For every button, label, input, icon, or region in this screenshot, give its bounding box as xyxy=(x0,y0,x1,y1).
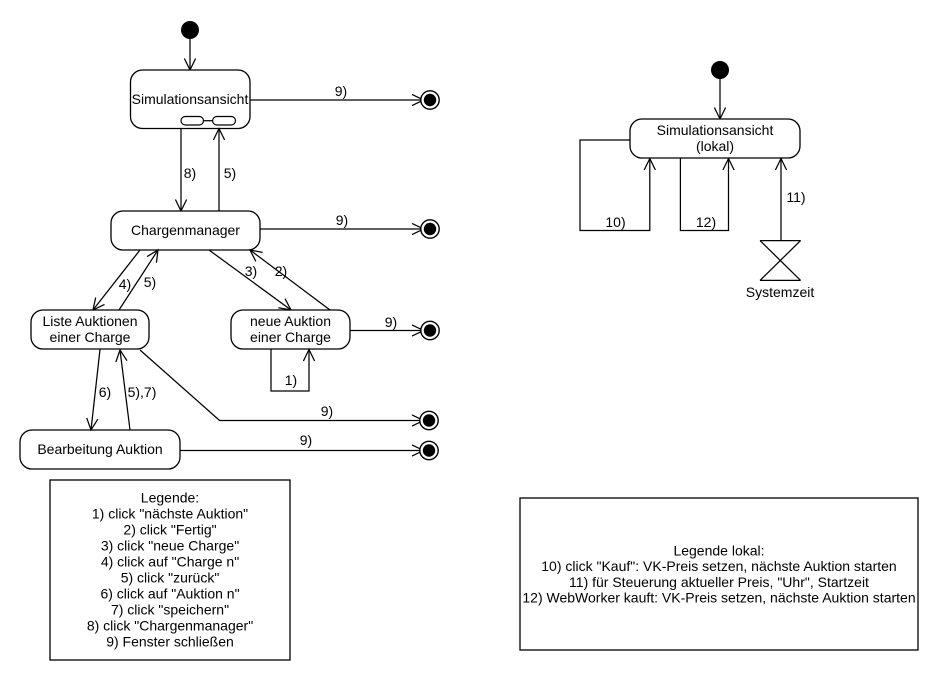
svg-text:Legende lokal:: Legende lokal: xyxy=(673,543,764,559)
svg-text:5): 5) xyxy=(144,274,156,290)
svg-text:11): 11) xyxy=(786,189,805,205)
svg-text:5) click "zurück": 5) click "zurück" xyxy=(121,570,220,586)
svg-text:Systemzeit: Systemzeit xyxy=(746,284,815,300)
svg-text:3): 3) xyxy=(245,263,257,279)
svg-text:Bearbeitung Auktion: Bearbeitung Auktion xyxy=(37,441,162,457)
svg-text:Simulationsansicht: Simulationsansicht xyxy=(132,91,249,107)
svg-text:8): 8) xyxy=(184,165,196,181)
svg-text:4) click auf "Charge n": 4) click auf "Charge n" xyxy=(101,554,239,570)
svg-text:9): 9) xyxy=(336,212,348,228)
svg-text:5),7): 5),7) xyxy=(128,384,157,400)
svg-text:2): 2) xyxy=(275,263,287,279)
svg-text:9): 9) xyxy=(335,83,347,99)
svg-text:2) click "Fertig": 2) click "Fertig" xyxy=(123,522,216,538)
svg-text:10) click "Kauf": VK-Preis set: 10) click "Kauf": VK-Preis setzen, nächs… xyxy=(541,558,896,574)
svg-text:12): 12) xyxy=(696,214,716,230)
svg-text:Legende:: Legende: xyxy=(141,490,199,506)
svg-text:Simulationsansicht: Simulationsansicht xyxy=(657,122,774,138)
svg-text:Chargenmanager: Chargenmanager xyxy=(131,222,240,238)
svg-text:1): 1) xyxy=(285,372,297,388)
svg-text:9): 9) xyxy=(300,432,312,448)
svg-text:8) click "Chargenmanager": 8) click "Chargenmanager" xyxy=(87,618,253,634)
svg-text:12) WebWorker kauft: VK-Preis: 12) WebWorker kauft: VK-Preis setzen, nä… xyxy=(522,590,915,606)
svg-text:10): 10) xyxy=(605,214,625,230)
svg-text:neue Auktion: neue Auktion xyxy=(250,313,331,329)
svg-text:9): 9) xyxy=(321,403,333,419)
svg-text:11) für Steuerung aktueller Pr: 11) für Steuerung aktueller Preis, "Uhr"… xyxy=(569,574,869,590)
svg-text:einer Charge: einer Charge xyxy=(50,329,131,345)
svg-text:6) click auf "Auktion n": 6) click auf "Auktion n" xyxy=(100,586,239,602)
svg-text:1) click "nächste Auktion": 1) click "nächste Auktion" xyxy=(92,506,248,522)
svg-text:6): 6) xyxy=(99,384,111,400)
svg-text:Liste Auktionen: Liste Auktionen xyxy=(43,313,138,329)
svg-text:einer Charge: einer Charge xyxy=(250,329,331,345)
svg-text:(lokal): (lokal) xyxy=(696,138,734,154)
svg-text:7) click "speichern": 7) click "speichern" xyxy=(111,602,229,618)
svg-text:5): 5) xyxy=(224,165,236,181)
svg-text:9) Fenster schließen: 9) Fenster schließen xyxy=(106,634,234,650)
svg-text:9): 9) xyxy=(385,314,397,330)
svg-text:4): 4) xyxy=(119,276,131,292)
svg-text:3) click "neue Charge": 3) click "neue Charge" xyxy=(101,538,239,554)
